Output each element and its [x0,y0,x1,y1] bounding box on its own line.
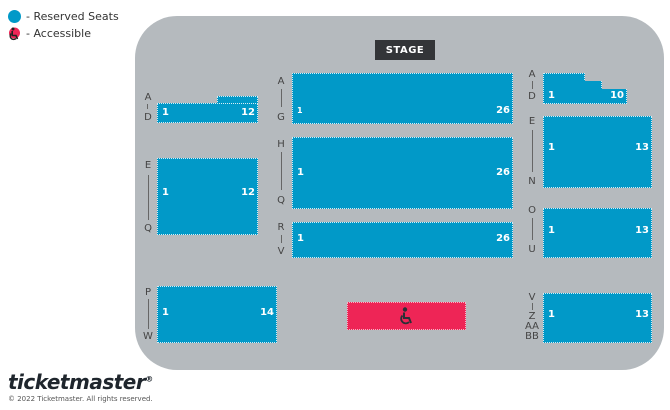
row-label-right-mid-start: E [528,116,536,127]
row-label-right-mid2-start: O [528,205,536,216]
section-right-rear[interactable]: 1 13 [543,293,652,343]
row-label-right-rear-start: V [528,292,536,303]
row-label-left-front-start: A [144,92,152,103]
row-divider [148,175,149,220]
legend-accessible-label: - Accessible [26,27,91,40]
section-right-front[interactable]: 1 10 [543,89,627,104]
registered-mark: ® [145,374,153,384]
stage-label: STAGE [385,44,425,56]
row-label-left-mid-start: E [144,160,152,171]
row-divider [281,152,282,190]
row-divider [281,89,282,107]
copyright-text: © 2022 Ticketmaster. All rights reserved… [8,395,153,403]
section-left-rear[interactable]: 1 14 [157,286,277,343]
accessible-icon [8,27,21,41]
row-label-center-rear-end: V [277,246,285,257]
section-center-rear[interactable]: 1 26 [292,222,513,258]
row-label-left-mid-end: Q [144,223,152,234]
row-label-right-front-end: D [528,91,536,102]
section-left-front-step[interactable] [217,96,258,104]
accessible-section[interactable] [347,302,466,330]
row-label-center-mid-end: Q [277,195,285,206]
row-label-right-mid2-end: U [528,244,536,255]
row-label-right-rear-mid: Z [528,311,536,322]
seat-high: 13 [635,225,649,236]
seat-high: 14 [260,307,274,318]
legend-reserved-label: - Reserved Seats [26,10,119,23]
seat-high: 10 [610,90,624,101]
row-divider [281,235,282,243]
row-divider [148,299,149,329]
seat-high: 26 [496,233,510,244]
row-label-right-front-start: A [528,69,536,80]
seat-low: 1 [162,107,169,118]
seat-high: 13 [635,309,649,320]
row-divider [532,81,533,89]
wheelchair-icon [399,307,412,325]
section-right-mid[interactable]: 1 13 [543,116,652,188]
ticketmaster-logo: ticketmaster® [8,370,153,394]
section-right-front-step1[interactable] [543,73,585,82]
legend-accessible: - Accessible [8,25,119,42]
seat-low: 1 [162,307,169,318]
section-center-front[interactable]: 1 26 [292,73,513,124]
legend-reserved: - Reserved Seats [8,8,119,25]
row-label-center-mid-start: H [277,139,285,150]
seat-high: 12 [241,187,255,198]
seat-low: 1 [548,90,555,101]
row-label-right-rear-bb: BB [525,331,539,342]
row-label-center-front-start: A [277,76,285,87]
row-label-center-rear-start: R [277,222,285,233]
row-label-left-rear-end: W [143,331,153,342]
seat-low: 1 [548,142,555,153]
seat-high: 12 [241,107,255,118]
section-right-mid2[interactable]: 1 13 [543,208,652,258]
section-right-front-step2[interactable] [543,81,602,90]
section-center-mid[interactable]: 1 26 [292,137,513,209]
seat-low: 1 [162,187,169,198]
row-label-left-rear-start: P [144,287,152,298]
seat-high: 26 [496,105,510,116]
row-label-right-mid-end: N [528,176,536,187]
row-label-right-rear-aa: AA [525,321,539,332]
row-divider [147,104,148,109]
seat-low: 1 [297,167,304,178]
row-divider [532,130,533,172]
seat-low: 1 [548,309,555,320]
seat-high: 13 [635,142,649,153]
seat-low: 1 [548,225,555,236]
seat-low: 1 [297,233,304,244]
section-left-front[interactable]: 1 12 [157,103,258,123]
brand-name: ticketmaster [8,370,146,394]
seat-low: 1 [297,106,303,115]
section-left-mid[interactable]: 1 12 [157,158,258,235]
seat-high: 26 [496,167,510,178]
reserved-seat-dot-icon [8,10,21,23]
row-label-left-front-end: D [144,112,152,123]
legend: - Reserved Seats - Accessible [8,8,119,42]
row-divider [532,303,533,310]
stage: STAGE [375,40,435,60]
row-divider [532,218,533,240]
row-label-center-front-end: G [277,112,285,123]
